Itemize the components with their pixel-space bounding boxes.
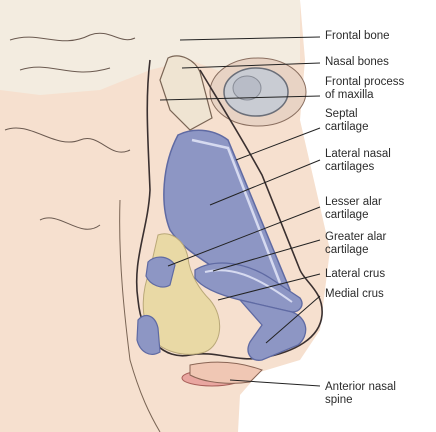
- label-lateral-nasal-cartilages: Lateral nasal cartilages: [325, 148, 391, 174]
- label-greater-alar-cartilage: Greater alar cartilage: [325, 231, 386, 257]
- label-lateral-crus: Lateral crus: [325, 268, 385, 281]
- eye-iris: [233, 76, 261, 100]
- label-frontal-bone: Frontal bone: [325, 30, 390, 43]
- label-septal-cartilage: Septal cartilage: [325, 108, 368, 134]
- lesser-alar-cartilage-shape: [146, 257, 175, 287]
- label-anterior-nasal-spine: Anterior nasal spine: [325, 381, 396, 407]
- label-nasal-bones: Nasal bones: [325, 56, 389, 69]
- label-frontal-process-of-maxilla: Frontal process of maxilla: [325, 76, 404, 102]
- label-medial-crus: Medial crus: [325, 288, 384, 301]
- label-lesser-alar-cartilage: Lesser alar cartilage: [325, 196, 382, 222]
